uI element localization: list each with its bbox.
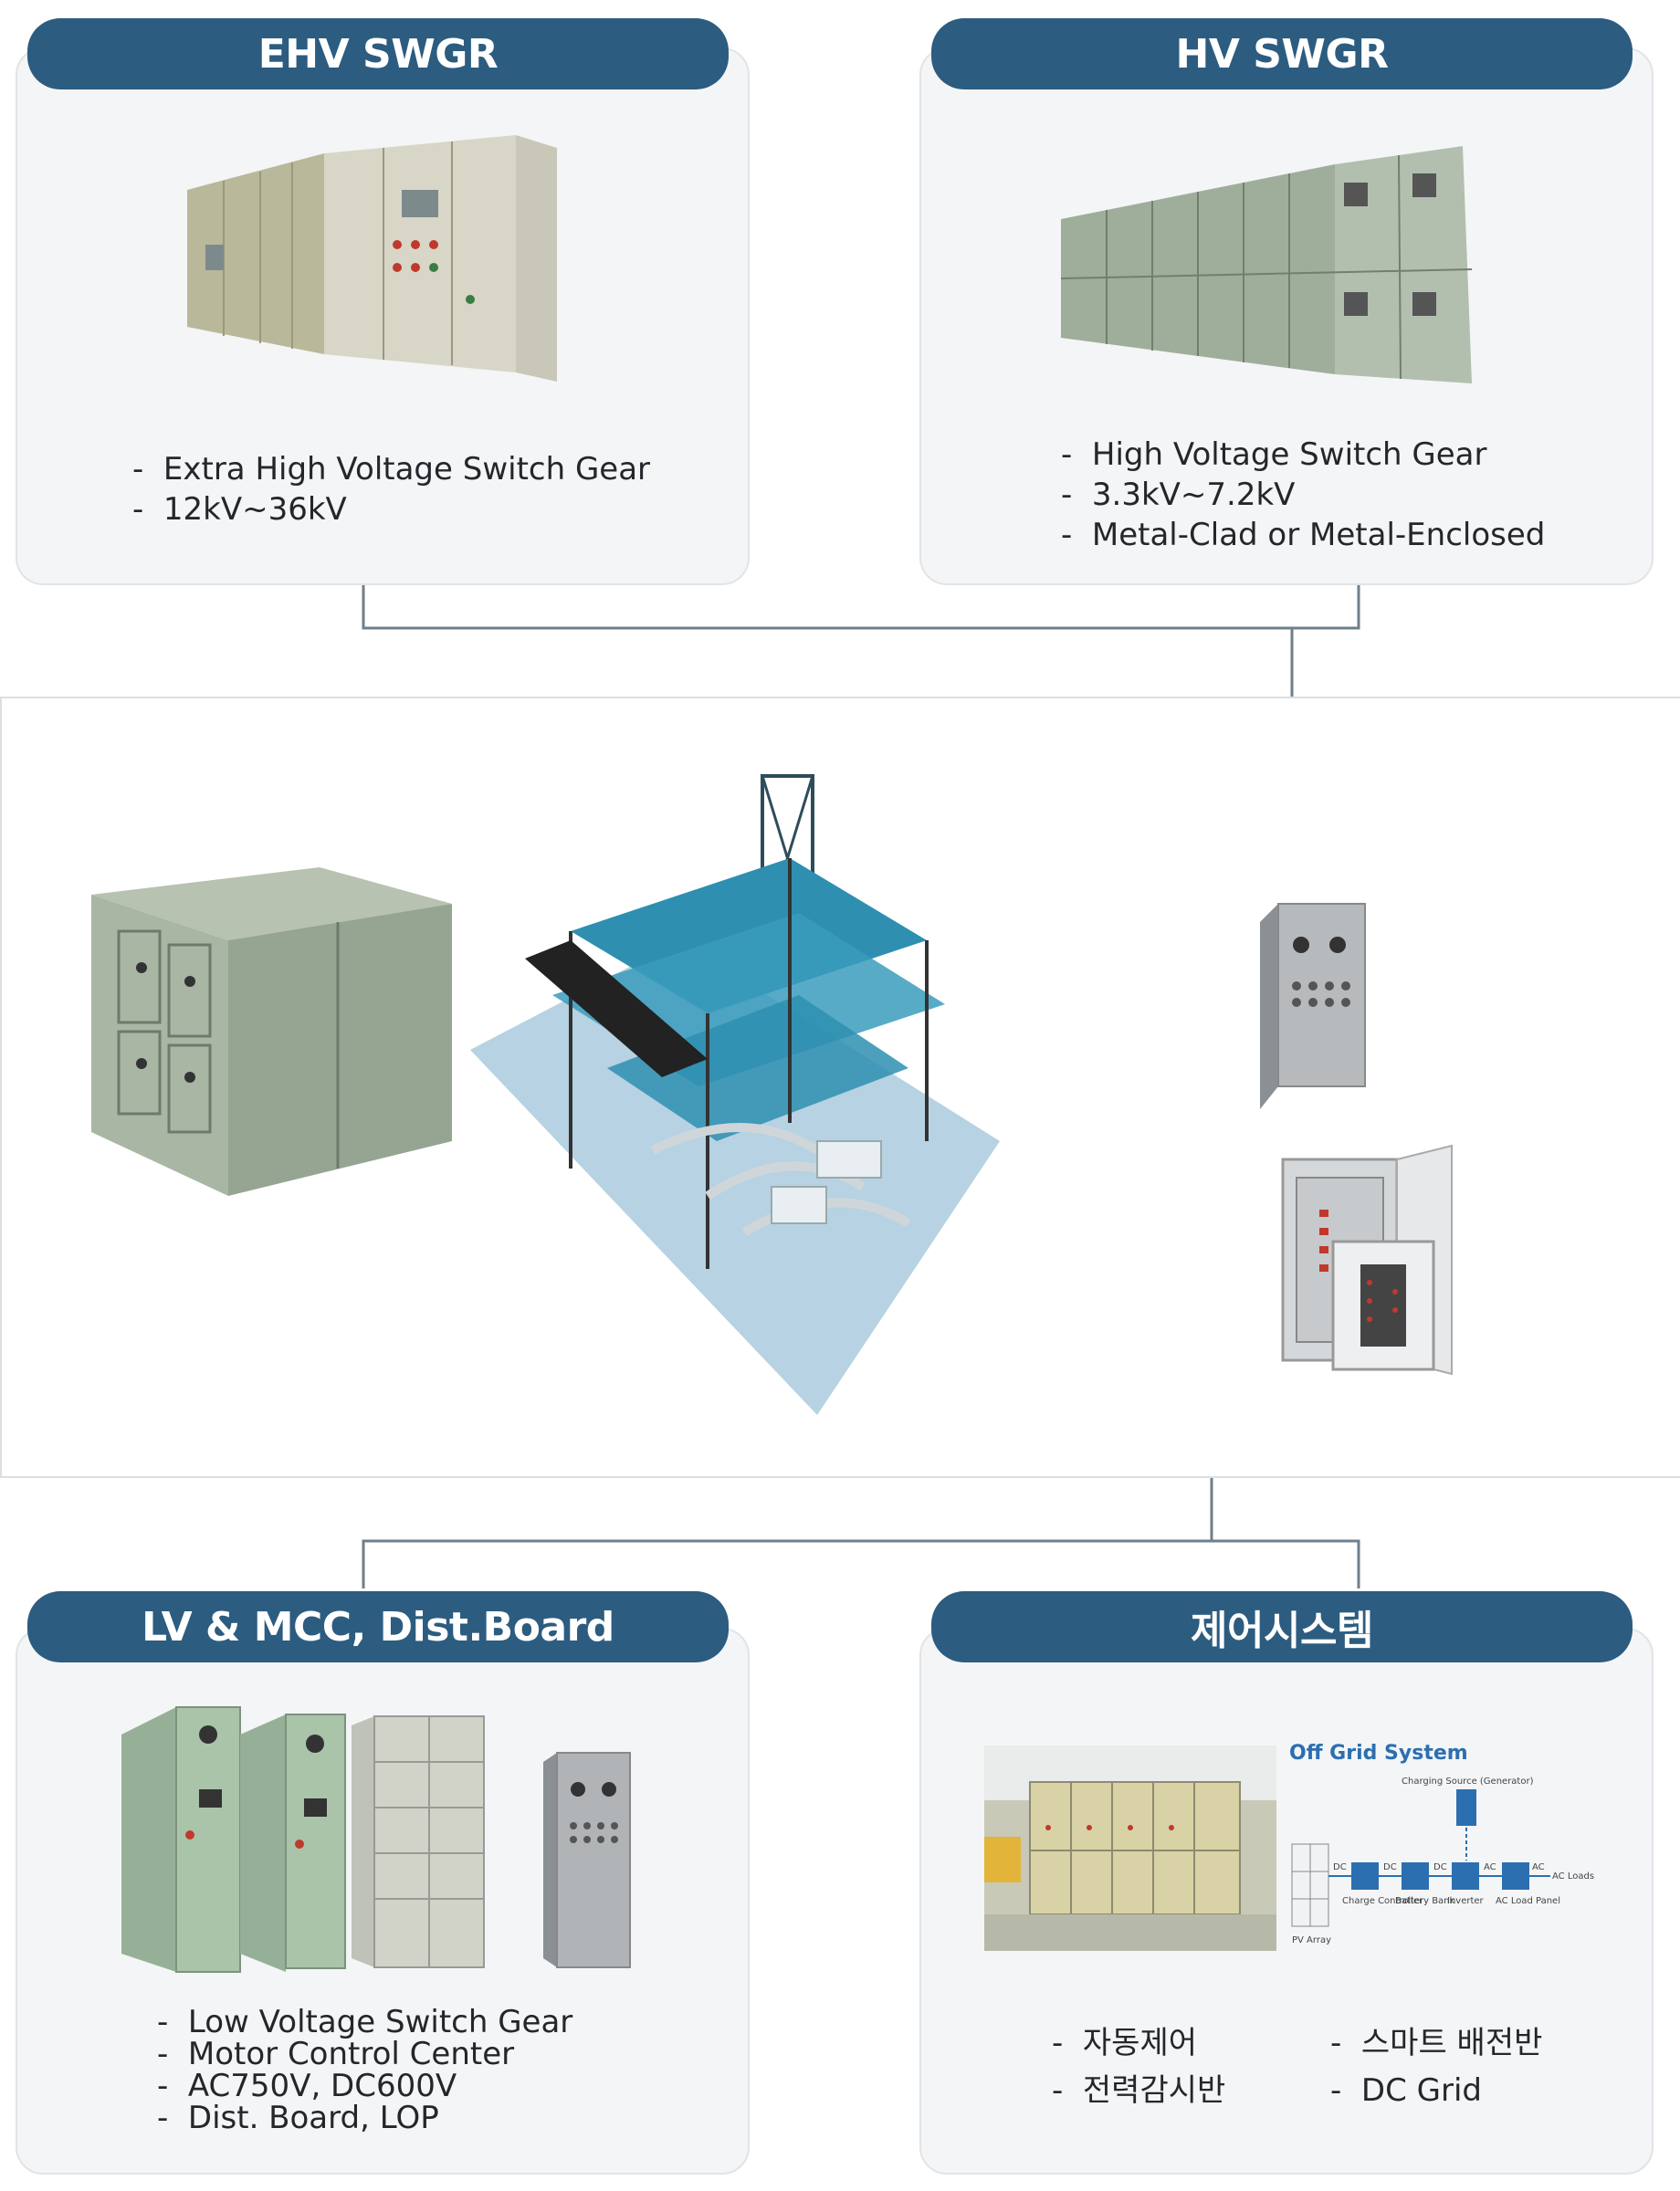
outdoor-kiosk-image bbox=[91, 867, 452, 1196]
link-label: AC bbox=[1532, 1862, 1545, 1872]
charging-source-label: Charging Source (Generator) bbox=[1402, 1777, 1534, 1787]
ac-loads-label: AC Loads bbox=[1552, 1871, 1594, 1882]
battery-bank-label: Battery Bank bbox=[1395, 1896, 1455, 1906]
inverter-block bbox=[1452, 1862, 1479, 1890]
ehv-title: EHV SWGR bbox=[27, 18, 729, 89]
offgrid-diagram-title: Off Grid System bbox=[1289, 1742, 1468, 1765]
link-label: DC bbox=[1433, 1862, 1447, 1872]
control-list-left: 자동제어 전력감시반 bbox=[1052, 2019, 1225, 2114]
link-label: DC bbox=[1333, 1862, 1347, 1872]
lv-spec-item: Low Voltage Switch Gear bbox=[157, 2007, 572, 2039]
hv-spec-item: 3.3kV~7.2kV bbox=[1061, 475, 1545, 515]
hv-spec-list: High Voltage Switch Gear 3.3kV~7.2kV Met… bbox=[1061, 435, 1545, 555]
control-item: 스마트 배전반 bbox=[1330, 2019, 1543, 2067]
ehv-switchgear-image bbox=[187, 135, 557, 382]
control-list-right: 스마트 배전반 DC Grid bbox=[1330, 2019, 1543, 2114]
inverter-label: Inverter bbox=[1447, 1896, 1485, 1906]
industrial-plant-3d-image bbox=[470, 774, 1000, 1415]
hv-spec-item: Metal-Clad or Metal-Enclosed bbox=[1061, 515, 1545, 555]
ehv-spec-item: 12kV~36kV bbox=[132, 489, 650, 529]
control-item: 자동제어 bbox=[1052, 2019, 1225, 2067]
lv-spec-item: AC750V, DC600V bbox=[157, 2070, 572, 2102]
charge-controller-block bbox=[1351, 1862, 1379, 1890]
lv-switchgear-image bbox=[121, 1706, 631, 1973]
offgrid-system-diagram: Charging Source (Generator) PV Array Cha… bbox=[1291, 1777, 1594, 1945]
ehv-spec-item: Extra High Voltage Switch Gear bbox=[132, 449, 650, 489]
hv-spec-item: High Voltage Switch Gear bbox=[1061, 435, 1545, 475]
control-panel-image bbox=[1260, 903, 1366, 1109]
control-room-photo bbox=[984, 1745, 1276, 1951]
distribution-board-image bbox=[1281, 1144, 1453, 1376]
control-title: 제어시스템 bbox=[931, 1591, 1633, 1662]
hv-title: HV SWGR bbox=[931, 18, 1633, 89]
charge-controller-label: Charge Controller bbox=[1342, 1896, 1423, 1906]
pv-array-label: PV Array bbox=[1292, 1935, 1331, 1945]
pv-array-icon bbox=[1291, 1843, 1329, 1927]
ac-load-panel-label: AC Load Panel bbox=[1496, 1896, 1560, 1906]
charging-source-block bbox=[1456, 1789, 1476, 1826]
control-item: DC Grid bbox=[1330, 2067, 1542, 2114]
link-label: DC bbox=[1383, 1862, 1397, 1872]
control-item: 전력감시반 bbox=[1052, 2067, 1225, 2114]
hv-switchgear-image bbox=[1060, 146, 1473, 383]
lv-title: LV & MCC, Dist.Board bbox=[27, 1591, 729, 1662]
lv-spec-item: Dist. Board, LOP bbox=[157, 2102, 572, 2134]
link-label: AC bbox=[1484, 1862, 1496, 1872]
battery-bank-block bbox=[1402, 1862, 1429, 1890]
ac-load-panel-block bbox=[1502, 1862, 1529, 1890]
lv-spec-list: Low Voltage Switch Gear Motor Control Ce… bbox=[157, 2007, 572, 2134]
ehv-spec-list: Extra High Voltage Switch Gear 12kV~36kV bbox=[132, 449, 650, 529]
lv-spec-item: Motor Control Center bbox=[157, 2039, 572, 2070]
